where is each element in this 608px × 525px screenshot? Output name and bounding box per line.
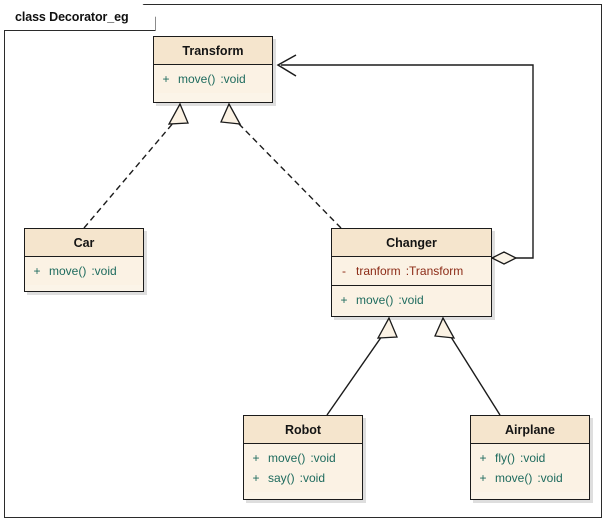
attributes-compartment-changer: - tranform :Transform (332, 257, 491, 285)
operations-compartment-car: + move() :void (25, 257, 143, 285)
operation-name: say() (268, 471, 295, 485)
frame-title: class Decorator_eg (15, 10, 129, 24)
class-box-car[interactable]: Car + move() :void (24, 228, 144, 292)
operation-type: :void (310, 451, 336, 465)
operation-name: fly() (495, 451, 515, 465)
operation-type: :void (220, 72, 246, 86)
attribute-row: - tranform :Transform (332, 261, 491, 281)
operation-type: :void (91, 264, 117, 278)
visibility-marker: + (479, 451, 487, 465)
visibility-marker: + (252, 471, 260, 485)
operation-row: + fly() :void (471, 448, 589, 468)
operation-name: move() (268, 451, 306, 465)
operation-type: :void (398, 293, 424, 307)
operations-compartment-transform: + move() :void (154, 65, 272, 93)
operations-compartment-changer: + move() :void (332, 285, 491, 314)
class-box-airplane[interactable]: Airplane + fly() :void + move() :void (470, 415, 590, 500)
visibility-marker: - (342, 264, 346, 278)
operation-row: + move() :void (25, 261, 143, 281)
operation-type: :void (299, 471, 326, 485)
class-box-changer[interactable]: Changer - tranform :Transform + move() :… (331, 228, 492, 317)
operation-name: move() (178, 72, 216, 86)
visibility-marker: + (33, 264, 41, 278)
attribute-type: :Transform (405, 264, 464, 278)
operation-type: :void (520, 451, 546, 465)
operation-row: + move() :void (244, 448, 362, 468)
visibility-marker: + (252, 451, 260, 465)
class-name-changer: Changer (332, 229, 491, 257)
class-name-robot: Robot (244, 416, 362, 444)
operation-type: :void (537, 471, 563, 485)
class-name-transform: Transform (154, 37, 272, 65)
operation-name: move() (495, 471, 533, 485)
operations-compartment-robot: + move() :void + say() :void (244, 444, 362, 492)
operation-row: + move() :void (154, 69, 272, 89)
class-name-airplane: Airplane (471, 416, 589, 444)
operation-row: + move() :void (471, 468, 589, 488)
class-box-transform[interactable]: Transform + move() :void (153, 36, 273, 103)
operation-name: move() (356, 293, 394, 307)
visibility-marker: + (340, 293, 348, 307)
class-box-robot[interactable]: Robot + move() :void + say() :void (243, 415, 363, 500)
operation-row: + move() :void (332, 290, 491, 310)
class-name-car: Car (25, 229, 143, 257)
attribute-name: tranform (356, 264, 401, 278)
diagram-frame (4, 4, 602, 518)
operation-name: move() (49, 264, 87, 278)
operation-row: + say() :void (244, 468, 362, 488)
visibility-marker: + (162, 72, 170, 86)
visibility-marker: + (479, 471, 487, 485)
operations-compartment-airplane: + fly() :void + move() :void (471, 444, 589, 492)
frame-label-tab: class Decorator_eg (4, 4, 156, 31)
